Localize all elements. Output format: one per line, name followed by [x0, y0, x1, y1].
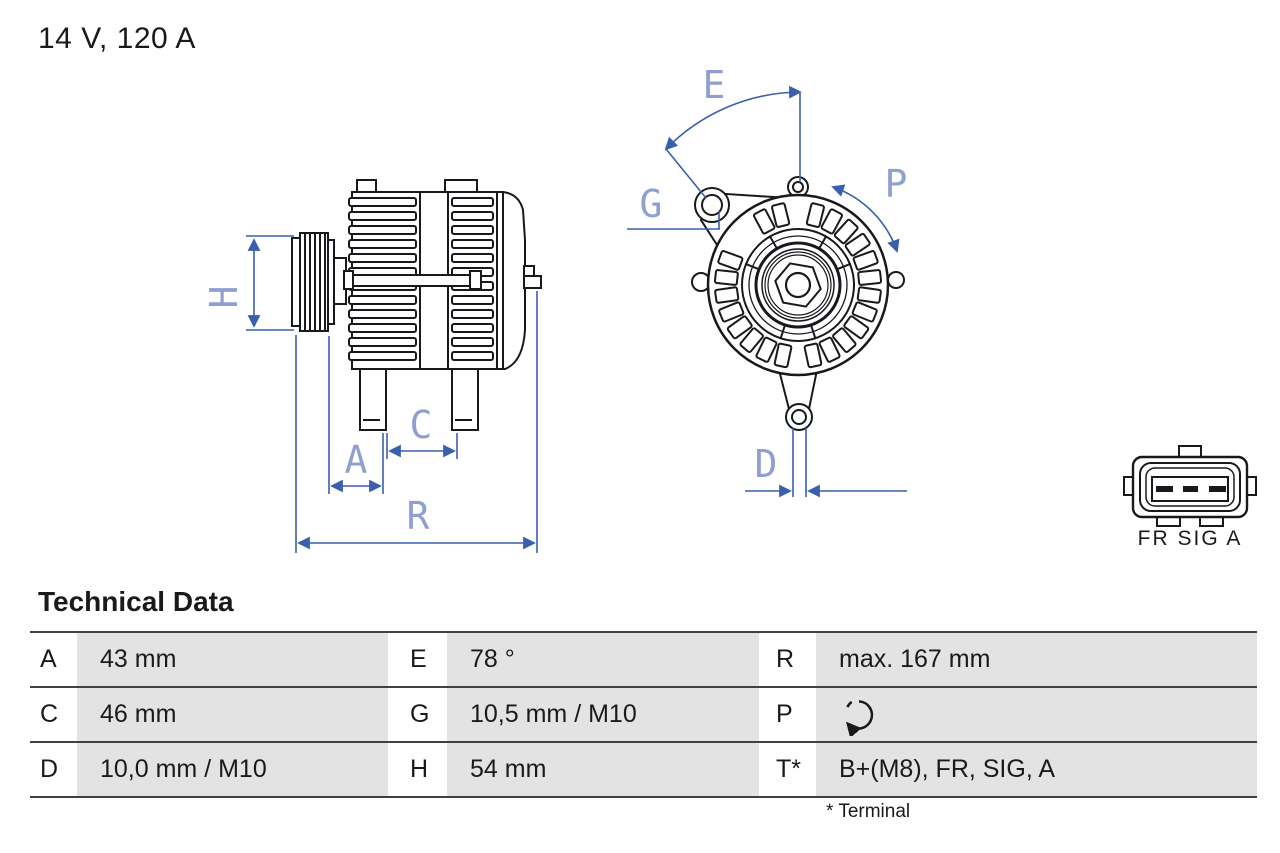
dim-key-h: H	[388, 743, 447, 796]
clockwise-rotation-icon	[845, 699, 874, 736]
technical-drawing: H A C R	[202, 63, 1257, 553]
table-row: A 43 mm E 78 ° R max. 167 mm	[30, 633, 1257, 688]
dim-value-h: 54 mm	[447, 743, 759, 796]
technical-data-table: A 43 mm E 78 ° R max. 167 mm C 46 mm G 1…	[30, 631, 1257, 798]
dim-key-a: A	[30, 633, 77, 686]
product-rating: 14 V, 120 A	[38, 22, 196, 55]
dim-key-t: T*	[759, 743, 816, 796]
dim-value-e: 78 °	[447, 633, 759, 686]
technical-data-title: Technical Data	[38, 586, 234, 617]
dim-label-h: H	[202, 286, 246, 309]
dim-key-r: R	[759, 633, 816, 686]
dim-value-p	[816, 688, 1257, 741]
dim-value-r: max. 167 mm	[816, 633, 1257, 686]
table-row: C 46 mm G 10,5 mm / M10 P	[30, 688, 1257, 743]
dim-value-c: 46 mm	[77, 688, 388, 741]
alternator-side-view: H A C R	[202, 179, 542, 553]
dim-label-p: P	[885, 162, 908, 206]
dim-key-c: C	[30, 688, 77, 741]
dim-label-a: A	[345, 438, 368, 482]
dim-label-g: G	[640, 182, 663, 226]
dim-key-d: D	[30, 743, 77, 796]
dim-value-t: B+(M8), FR, SIG, A	[816, 743, 1257, 796]
dim-key-e: E	[388, 633, 447, 686]
terminal-footnote: * Terminal	[826, 801, 911, 822]
dim-value-g: 10,5 mm / M10	[447, 688, 759, 741]
plug-connector-view: FR SIG A	[1123, 445, 1257, 550]
dim-label-r: R	[407, 494, 430, 538]
dim-key-p: P	[759, 688, 816, 741]
dim-value-d: 10,0 mm / M10	[77, 743, 388, 796]
connector-terminal-labels: FR SIG A	[1138, 527, 1243, 550]
alternator-front-view: E G P D	[627, 63, 908, 498]
dim-label-e: E	[703, 63, 726, 107]
table-row: D 10,0 mm / M10 H 54 mm T* B+(M8), FR, S…	[30, 743, 1257, 798]
dim-value-a: 43 mm	[77, 633, 388, 686]
dim-label-c: C	[410, 403, 433, 447]
dim-key-g: G	[388, 688, 447, 741]
dim-label-d: D	[755, 442, 778, 486]
